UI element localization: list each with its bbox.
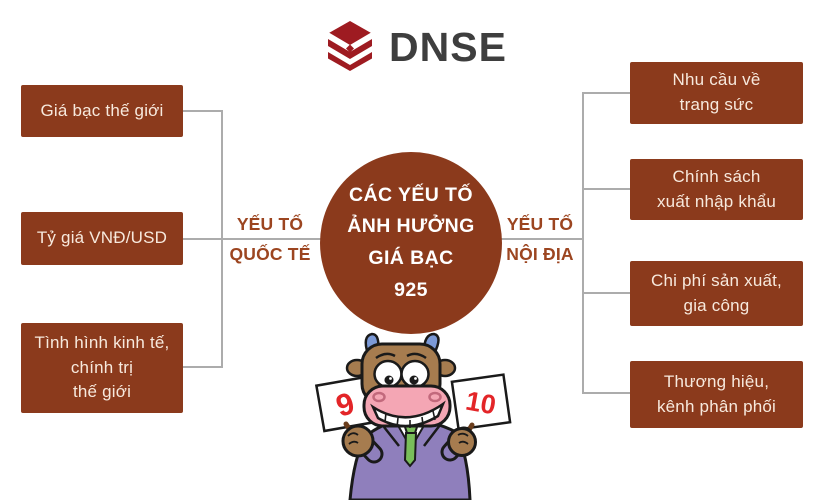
- mascot-pupil-glint-left: [389, 377, 392, 380]
- connector-right-main: [500, 238, 584, 240]
- mascot-eyebrows: [375, 352, 427, 360]
- factor-box-world-economy-politics: Tình hình kinh tế, chính trị thế giới: [21, 323, 183, 413]
- mascot-fist-right-fingers: [457, 432, 469, 445]
- mascot-tie: [403, 432, 418, 468]
- connector-right-4: [583, 392, 630, 394]
- mascot-fist-left-fingers: [347, 432, 359, 445]
- factor-box-import-export-policy: Chính sách xuất nhập khẩu: [630, 159, 803, 220]
- mascot-nostril-left: [372, 391, 386, 403]
- connector-left-3: [183, 366, 222, 368]
- dnse-logo-wordmark: DNSE: [389, 23, 507, 70]
- connector-right-trunk: [582, 92, 584, 394]
- bull-mascot: 9 10: [314, 332, 512, 500]
- factor-box-jewelry-demand: Nhu cầu về trang sức: [630, 62, 803, 124]
- label-international-factors: YẾU TỐ QUỐC TẾ: [229, 214, 311, 264]
- mascot-pupil-right: [409, 375, 419, 385]
- center-topic-circle: CÁC YẾU TỐ ẢNH HƯỞNG GIÁ BẠC 925: [320, 152, 502, 334]
- score-sign-left: 9: [314, 375, 376, 433]
- dnse-logo: DNSE: [325, 20, 507, 72]
- factor-box-production-cost: Chi phí sản xuất, gia công: [630, 261, 803, 326]
- mascot-nostril-right: [428, 391, 442, 403]
- connector-left-main: [183, 238, 322, 240]
- mascot-pupil-glint-right: [414, 377, 417, 380]
- connector-right-3: [583, 292, 630, 294]
- mascot-lapels: [383, 424, 441, 447]
- factor-box-world-silver-price: Giá bạc thế giới: [21, 85, 183, 137]
- mascot-pupil-left: [384, 375, 394, 385]
- factor-box-brand-distribution: Thương hiệu, kênh phân phối: [630, 361, 803, 428]
- connector-left-1: [183, 110, 222, 112]
- score-sign-right: 10: [450, 373, 512, 431]
- connector-left-trunk: [221, 110, 223, 368]
- mascot-fist-left: [341, 424, 375, 458]
- mascot-teeth-gaps: [384, 410, 436, 428]
- connector-right-2: [583, 188, 630, 190]
- mascot-teeth: [370, 400, 446, 428]
- dnse-logo-icon: [328, 21, 372, 71]
- score-10: 10: [463, 386, 498, 421]
- factor-box-exchange-rate: Tỷ giá VNĐ/USD: [21, 212, 183, 265]
- label-domestic-factors: YẾU TỐ NỘI ĐỊA: [506, 214, 574, 264]
- connector-right-1: [583, 92, 630, 94]
